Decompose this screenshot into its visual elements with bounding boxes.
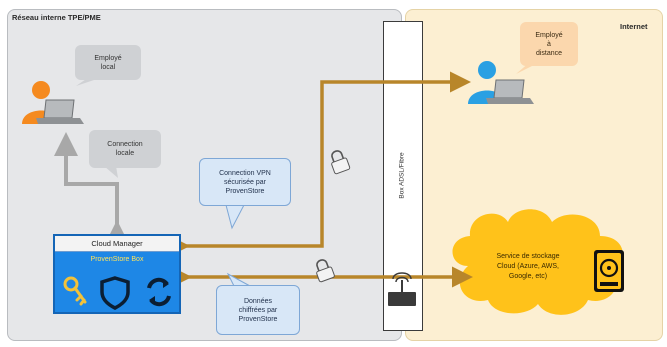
local-connection-bubble: Connection locale bbox=[89, 130, 161, 168]
shield-icon bbox=[100, 276, 130, 310]
remote-employee-bubble: Employé à distance bbox=[520, 22, 578, 66]
provenstore-box: Cloud Manager ProvenStore Box bbox=[53, 234, 181, 314]
lock-icon bbox=[316, 259, 335, 283]
cloud-storage-label: Service de stockage Cloud (Azure, AWS, G… bbox=[496, 253, 560, 280]
provenstore-icons bbox=[63, 276, 171, 310]
local-connection-line bbox=[54, 132, 129, 244]
encrypted-data-bubble: Données chiffrées par ProvenStore bbox=[216, 285, 300, 335]
laptop-icon bbox=[486, 79, 534, 104]
router-icon bbox=[388, 272, 416, 306]
vpn-bubble-tail bbox=[225, 204, 245, 230]
provenstore-box-label: ProvenStore Box bbox=[90, 256, 144, 263]
vpn-connection-line bbox=[169, 71, 471, 257]
connection-bubble-tail bbox=[104, 166, 118, 178]
internal-network-title: Réseau interne TPE/PME bbox=[12, 13, 101, 22]
sync-icon bbox=[147, 277, 171, 307]
vpn-bubble: Connection VPN sécurisée par ProvenStore bbox=[199, 158, 291, 206]
internet-title: Internet bbox=[620, 22, 648, 31]
cloud-manager-bar: Cloud Manager bbox=[55, 236, 179, 252]
local-employee-bubble: Employé local bbox=[75, 45, 141, 80]
hard-drive-icon bbox=[594, 250, 624, 292]
lock-icon bbox=[331, 150, 351, 175]
key-icon bbox=[63, 276, 87, 306]
laptop-icon bbox=[36, 99, 84, 124]
cloud-icon bbox=[452, 209, 623, 315]
